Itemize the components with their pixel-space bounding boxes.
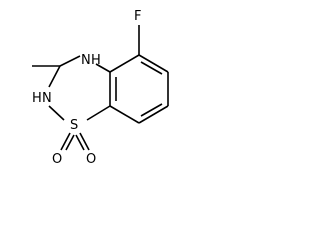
bond-n4-c3 bbox=[59, 55, 81, 67]
nitrogen-4-label: N bbox=[81, 53, 91, 68]
bond-c4a-c5 bbox=[109, 54, 140, 73]
bond-c3-n2 bbox=[48, 65, 61, 88]
benzene-ring bbox=[109, 54, 169, 124]
nitrogen-2-label: N bbox=[42, 91, 52, 106]
oxygen-left-label: O bbox=[52, 152, 62, 167]
bond-c4a-n4 bbox=[95, 63, 111, 73]
thiadiazine-ring bbox=[48, 55, 111, 121]
oxygen-right-label: O bbox=[86, 152, 96, 167]
bond-s-o-right-a bbox=[79, 132, 90, 151]
nitrogen-2-hydrogen-label: H bbox=[32, 91, 42, 106]
chemical-structure: F N H H N S O O bbox=[32, 9, 169, 167]
bond-s-o-right-b bbox=[75, 134, 85, 151]
bond-s1-c8a bbox=[86, 105, 111, 121]
nitrogen-4-hydrogen-label: H bbox=[91, 53, 101, 68]
sulfur-label: S bbox=[70, 118, 78, 133]
bond-n2-s1 bbox=[48, 105, 65, 121]
bond-c5-c6 bbox=[138, 54, 169, 73]
double-bond-c7-c8 bbox=[140, 103, 163, 117]
double-bond-c5-c6 bbox=[140, 61, 163, 75]
fluorine-label: F bbox=[134, 9, 141, 24]
bond-s-o-left-a bbox=[60, 132, 71, 151]
bond-s-o-left-b bbox=[65, 134, 75, 151]
bond-c8-c8a bbox=[109, 105, 140, 124]
bond-c7-c8 bbox=[138, 105, 169, 124]
